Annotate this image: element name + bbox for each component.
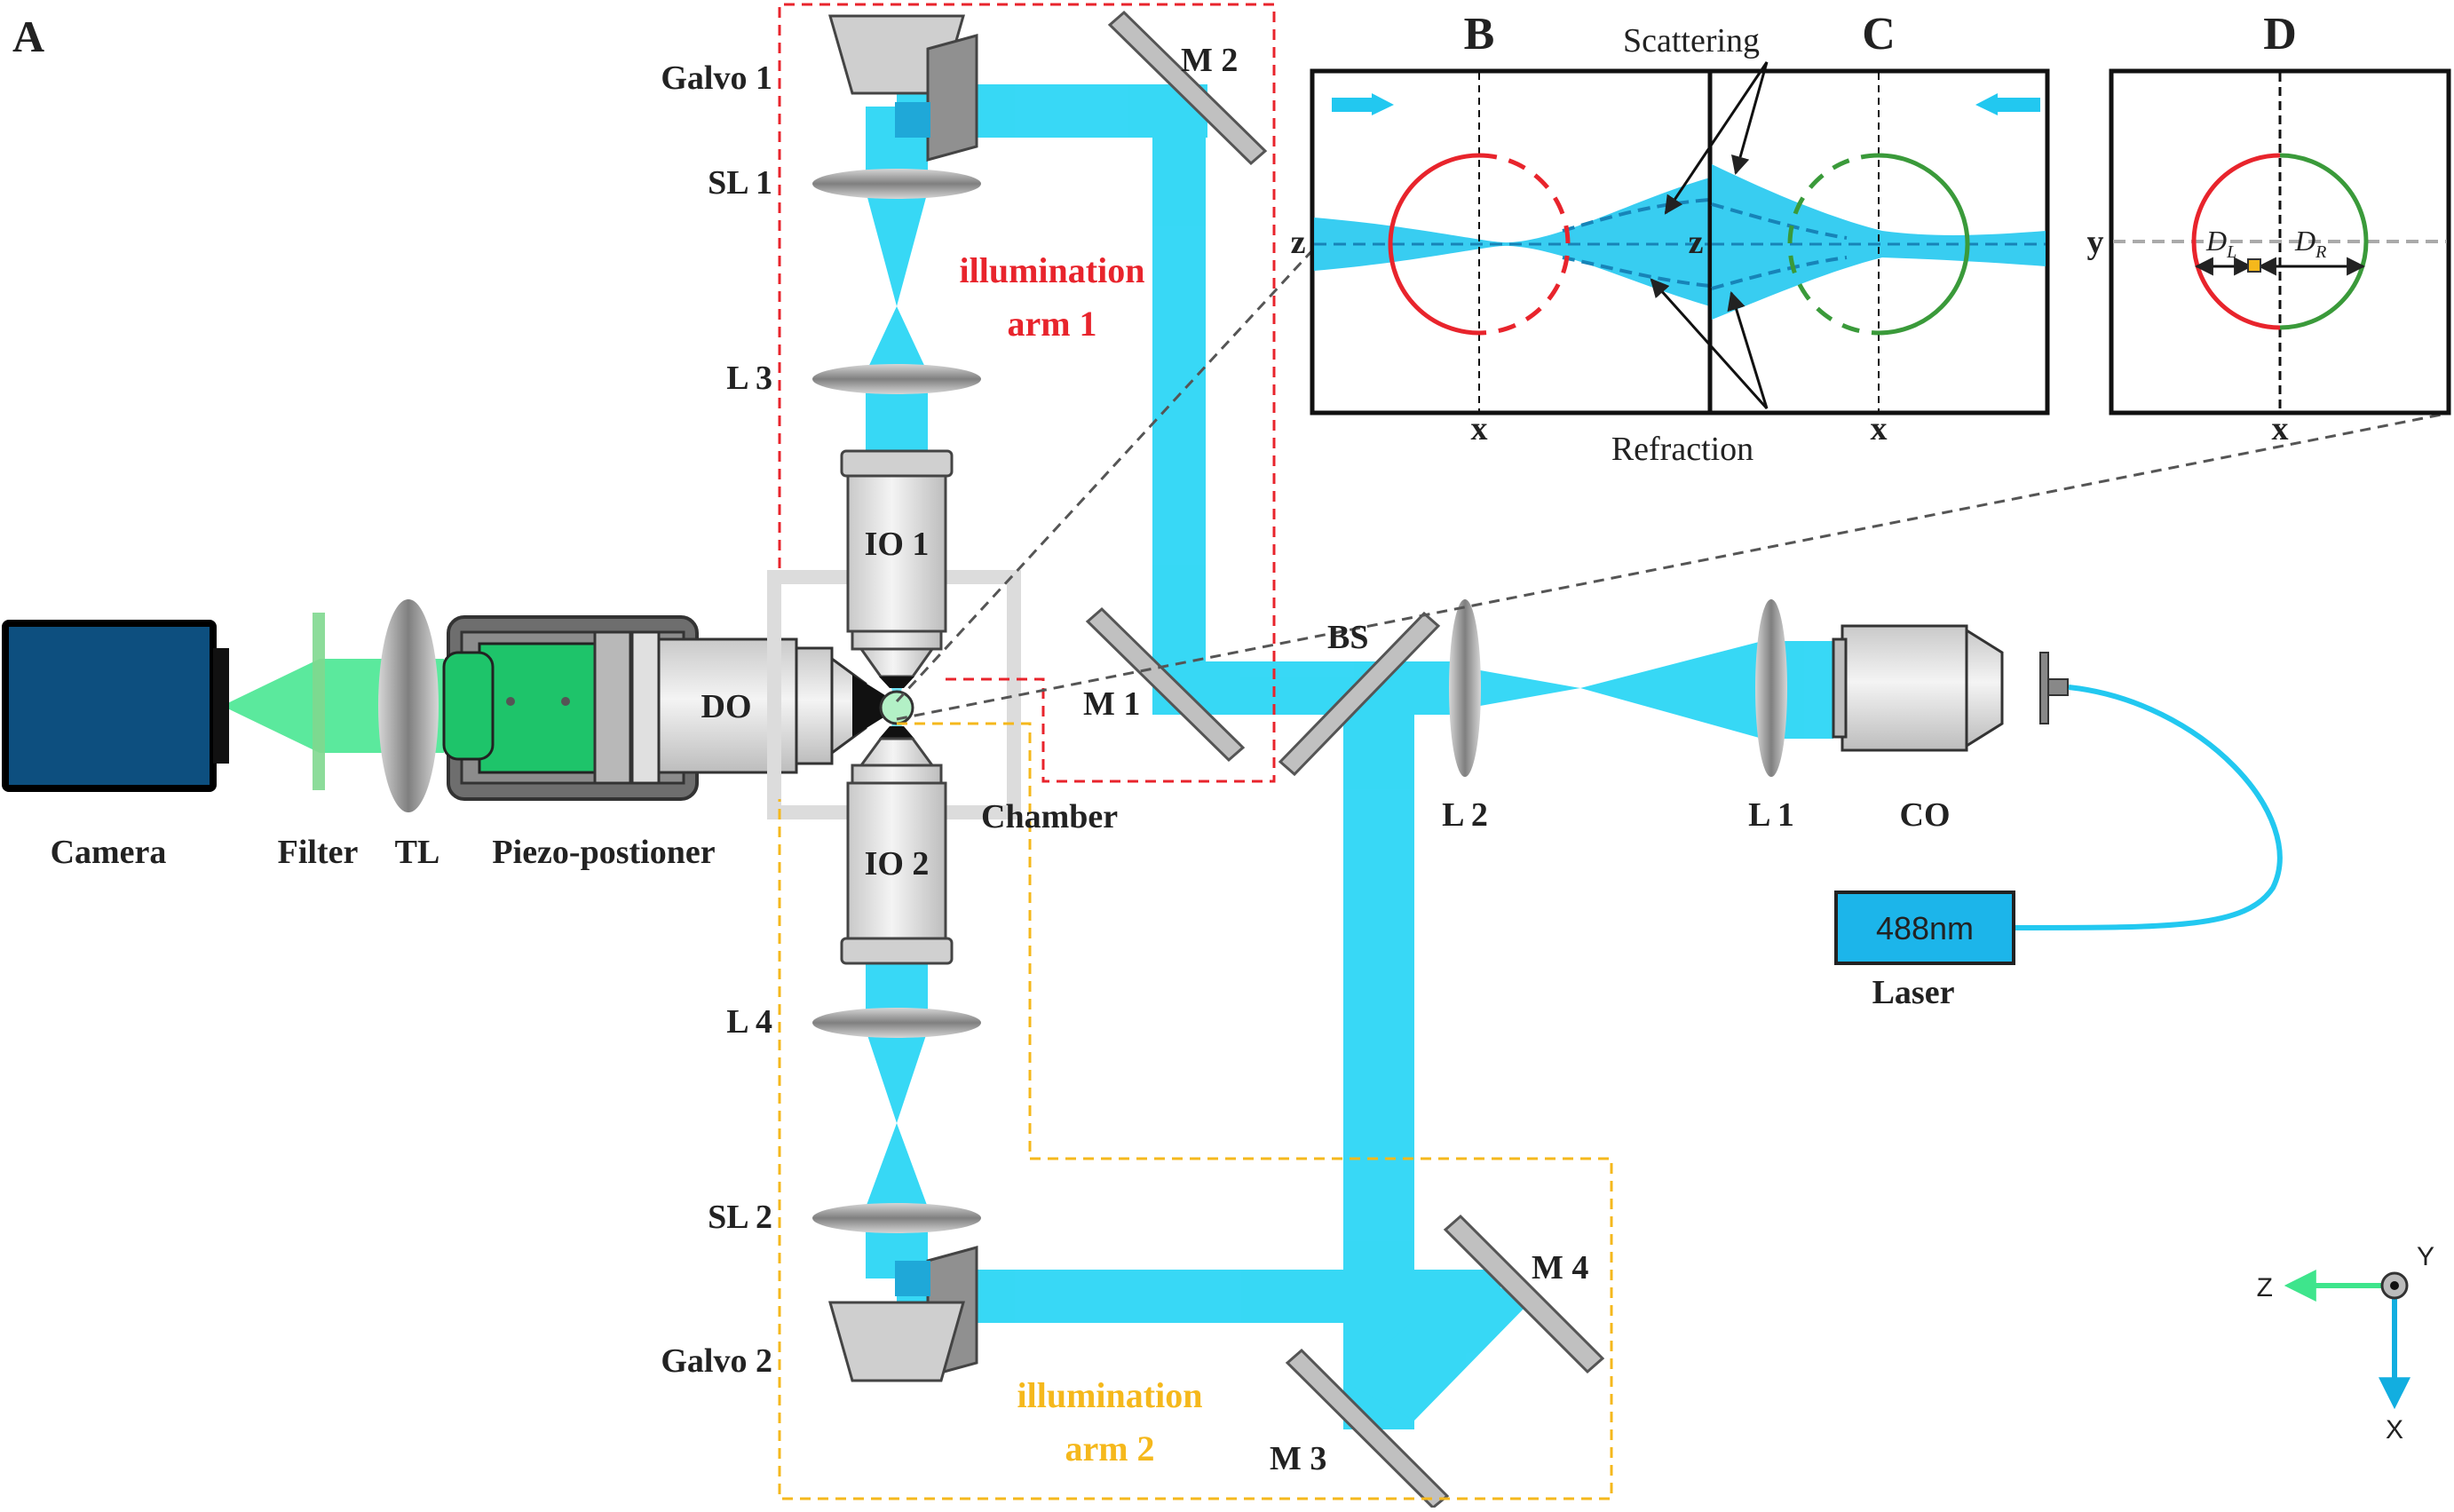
mirror-m2 xyxy=(1107,10,1268,166)
laser-wavelength: 488nm xyxy=(1876,910,1974,946)
beam-m1-m2 xyxy=(1152,84,1206,715)
panel-d-label: D xyxy=(2263,9,2297,59)
label-l2: L 2 xyxy=(1442,796,1488,834)
axis-z-label: Z xyxy=(2257,1273,2273,1302)
beam-m4-galvo2 xyxy=(897,1270,1500,1323)
label-refraction: Refraction xyxy=(1611,431,1753,468)
label-tl: TL xyxy=(395,834,440,871)
label-m2: M 2 xyxy=(1181,42,1238,79)
lens-l2 xyxy=(1449,599,1481,777)
label-dl: DL xyxy=(2205,225,2236,262)
mirror-m3 xyxy=(1285,1348,1450,1510)
label-chamber: Chamber xyxy=(981,798,1118,835)
zoom-line-2 xyxy=(896,411,2451,721)
label-l1: L 1 xyxy=(1748,796,1794,834)
label-sl2: SL 2 xyxy=(708,1199,772,1236)
label-co: CO xyxy=(1900,796,1951,834)
lens-l3 xyxy=(812,364,981,394)
panel-c-label: C xyxy=(1862,9,1896,59)
collimator-co xyxy=(1832,624,2004,752)
galvo-2 xyxy=(828,1246,978,1382)
mirror-m1 xyxy=(1085,606,1246,763)
axis-y-label: Y xyxy=(2417,1242,2434,1271)
beam-focus-l3 xyxy=(866,306,928,373)
scan-lens-sl2 xyxy=(812,1203,981,1233)
label-galvo2: Galvo 2 xyxy=(661,1342,772,1380)
inset-c-z: z xyxy=(1689,224,1704,261)
panel-a-label: A xyxy=(12,12,44,61)
optical-fiber xyxy=(2015,685,2283,930)
label-laser: Laser xyxy=(1872,974,1955,1011)
tube-lens-tl xyxy=(378,599,439,812)
label-dr: DR xyxy=(2294,225,2326,262)
arm2-line1: illumination xyxy=(1017,1375,1203,1415)
inset-c xyxy=(1707,68,2050,416)
coordinate-axes xyxy=(2284,1270,2410,1410)
piezo-positioner xyxy=(442,615,699,801)
beam-l4-focus xyxy=(866,1030,928,1123)
inset-d xyxy=(2109,68,2451,416)
illumination-objective-1 xyxy=(840,449,954,688)
label-bs: BS xyxy=(1327,619,1368,656)
label-sl1: SL 1 xyxy=(708,164,772,202)
beam-l1-l2-cone xyxy=(1580,641,1762,739)
fluor-cone xyxy=(222,659,320,753)
label-piezo: Piezo-postioner xyxy=(492,834,715,871)
label-camera: Camera xyxy=(51,834,167,871)
scan-lens-sl1 xyxy=(812,169,981,199)
camera xyxy=(2,620,229,792)
inset-b-z: z xyxy=(1291,224,1306,261)
beam-l2-focus-cone xyxy=(1465,668,1580,709)
filter xyxy=(313,613,325,790)
illumination-arm-2-box xyxy=(778,722,1613,1500)
label-scattering: Scattering xyxy=(1623,22,1760,59)
beam-focus-sl2 xyxy=(866,1123,928,1207)
axis-x-label: X xyxy=(2386,1415,2403,1445)
galvo-1 xyxy=(828,14,978,162)
label-m4: M 4 xyxy=(1532,1249,1588,1286)
label-do: DO xyxy=(701,688,752,725)
beam-sl1-focus xyxy=(866,191,928,306)
label-l4: L 4 xyxy=(726,1003,772,1041)
illumination-objective-2 xyxy=(840,726,954,965)
illumination-arm-1-box xyxy=(778,3,1276,783)
label-m1: M 1 xyxy=(1083,685,1140,723)
label-galvo1: Galvo 1 xyxy=(661,59,772,97)
label-io2: IO 2 xyxy=(865,845,930,883)
label-io1: IO 1 xyxy=(865,526,930,563)
lens-l1 xyxy=(1755,599,1787,777)
label-l3: L 3 xyxy=(726,360,772,397)
inset-c-x: x xyxy=(1871,410,1888,447)
panel-b-label: B xyxy=(1464,9,1495,59)
label-m3: M 3 xyxy=(1270,1440,1326,1477)
inset-d-x: x xyxy=(2272,410,2289,447)
inset-b xyxy=(1310,68,1714,416)
beam-splitter-bs xyxy=(1278,611,1441,777)
inset-b-x: x xyxy=(1471,410,1488,447)
mirror-m4 xyxy=(1443,1214,1605,1374)
inset-d-y: y xyxy=(2087,224,2104,261)
laser-box xyxy=(1834,891,2015,965)
annotation-pointers xyxy=(1650,61,1769,410)
arm1-line1: illumination xyxy=(960,250,1145,290)
zoom-line-1 xyxy=(895,247,1316,703)
fiber-connector xyxy=(2039,652,2069,724)
arm1-line2: arm 1 xyxy=(1007,304,1096,344)
lens-l4 xyxy=(812,1008,981,1038)
arm2-line2: arm 2 xyxy=(1065,1429,1154,1468)
label-filter: Filter xyxy=(278,834,359,871)
